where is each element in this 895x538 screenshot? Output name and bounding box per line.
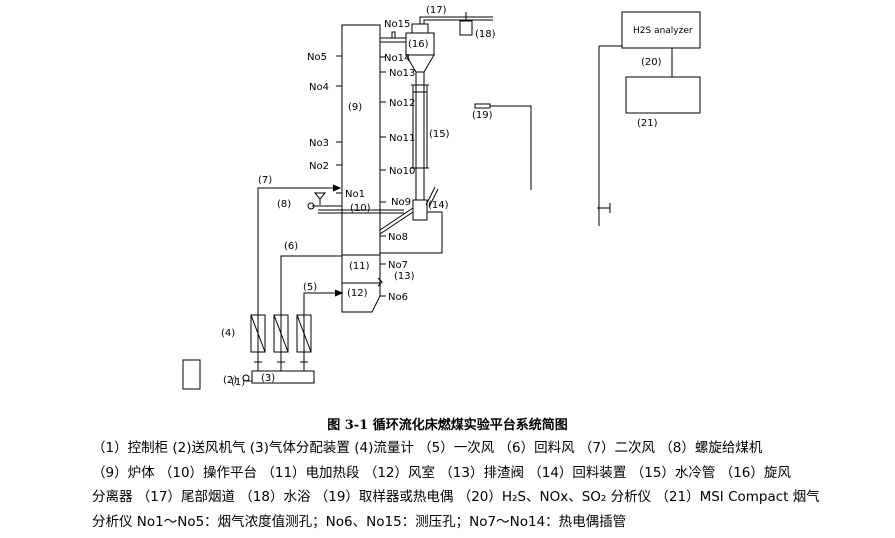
label-17: (17) (426, 5, 447, 16)
cfb-system-diagram: (1) (2) (3) (4) (5) (6) (7) (8) (9) (10)… (182, 5, 701, 390)
port-no7: No7 (388, 260, 408, 271)
port-no15: No15 (384, 19, 410, 30)
label-14: (14) (428, 200, 449, 211)
port-no5: No5 (307, 52, 327, 63)
legend-line: 分离器 （17）尾部烟道 （18）水浴 （19）取样器或热电偶 （20）H₂S、… (92, 489, 820, 505)
label-18: (18) (475, 29, 496, 40)
analyzer-label: H2S analyzer (633, 26, 693, 36)
label-15: (15) (429, 129, 450, 140)
legend-line: 分析仪 No1～No5：烟气浓度值测孔；No6、No15：测压孔；No7～No1… (92, 513, 627, 530)
label-7: (7) (258, 175, 272, 186)
port-no13: No13 (389, 68, 415, 79)
wind-chamber (341, 282, 381, 313)
msi-compact-analyzer (625, 76, 701, 114)
primary-air-line (303, 292, 340, 352)
port-no3: No3 (309, 138, 329, 149)
port-no4: No4 (309, 82, 329, 93)
port-no9: No9 (391, 197, 411, 208)
furnace-body (341, 24, 381, 256)
tail-flue (419, 16, 493, 24)
label-11: (11) (349, 261, 370, 272)
port-no10: No10 (389, 166, 415, 177)
sampler (474, 103, 491, 109)
label-6: (6) (284, 241, 298, 252)
label-10: (10) (350, 203, 371, 214)
port-no2: No2 (309, 161, 329, 172)
label-16: (16) (408, 39, 429, 50)
water-bath (459, 20, 473, 36)
port-no12: No12 (389, 98, 415, 109)
label-1: (1) (231, 377, 245, 388)
label-9: (9) (348, 102, 362, 113)
return-air-line (280, 255, 342, 352)
label-20: (20) (641, 57, 662, 68)
control-cabinet (182, 359, 201, 390)
label-2: (2) (223, 375, 237, 386)
gas-distribution-device (251, 370, 315, 384)
figure-caption: 图 3-1 循环流化床燃煤实验平台系统简图 (327, 418, 568, 433)
label-8: (8) (277, 199, 291, 210)
label-12: (12) (347, 288, 368, 299)
label-13: (13) (394, 271, 415, 282)
port-no11: No11 (389, 133, 415, 144)
port-no8: No8 (388, 232, 408, 243)
legend-line: （9）炉体 （10）操作平台 （11）电加热段 （12）风室 （13）排渣阀 （… (92, 464, 791, 481)
label-21: (21) (637, 118, 658, 129)
port-no14: No14 (384, 53, 410, 64)
h2s-analyzer (621, 11, 701, 49)
figure-legend: （1）控制柜 (2)送风机气 (3)气体分配装置 (4)流量计 （5）一次风 （… (92, 436, 872, 534)
port-no6: No6 (388, 292, 408, 303)
label-5: (5) (303, 282, 317, 293)
return-feeder (412, 199, 428, 221)
label-4: (4) (221, 328, 235, 339)
label-19: (19) (472, 110, 493, 121)
legend-line: （1）控制柜 (2)送风机气 (3)气体分配装置 (4)流量计 （5）一次风 （… (92, 440, 763, 456)
screw-feeder (313, 192, 327, 200)
port-no1: No1 (345, 189, 365, 200)
secondary-air-line (257, 187, 338, 352)
label-3: (3) (261, 373, 275, 384)
